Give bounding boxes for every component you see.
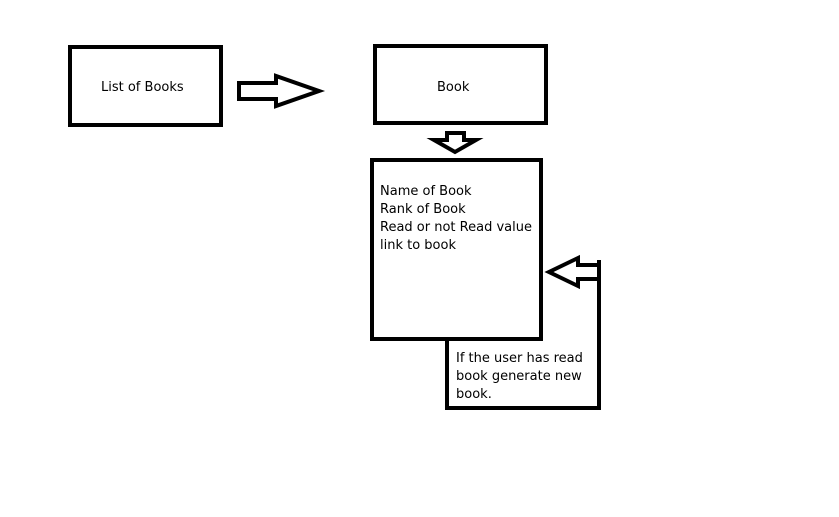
list-of-books-label: List of Books [101,80,184,95]
loop-note-line-2: book generate new [456,369,582,384]
book-detail-list: Name of Book Rank of Book Read or not Re… [380,183,532,255]
book-detail-box: Name of Book Rank of Book Read or not Re… [370,158,543,341]
loop-note-line-1: If the user has read [456,351,583,366]
detail-line-rank: Rank of Book [380,202,466,217]
loop-connector-line [445,260,601,410]
arrow-left-icon [544,254,601,290]
detail-line-name: Name of Book [380,184,472,199]
book-label: Book [437,80,470,95]
loop-note-line-3: book. [456,387,492,402]
arrow-right-icon [237,73,326,109]
detail-line-read-status: Read or not Read value [380,220,532,235]
list-of-books-box: List of Books [68,45,223,127]
book-box: Book [373,44,548,125]
detail-line-link: link to book [380,238,456,253]
loop-note: If the user has read book generate new b… [456,350,583,404]
arrow-down-icon [426,131,484,155]
